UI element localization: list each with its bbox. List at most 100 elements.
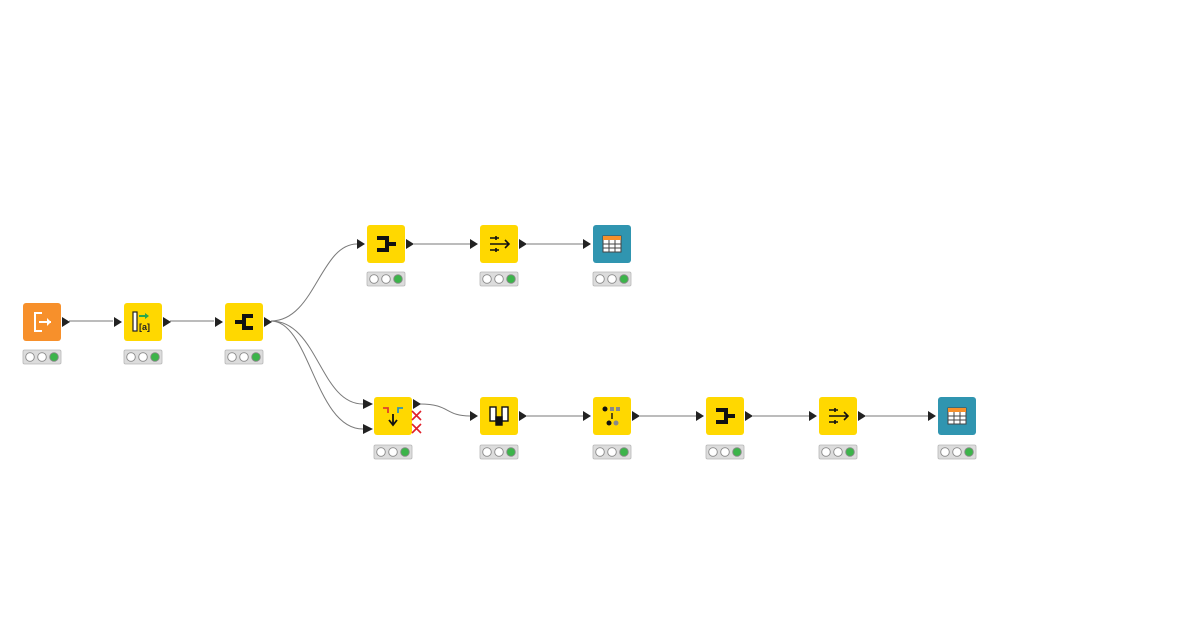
unconnected-port-warning-icon: [411, 410, 422, 434]
status-light-green: [400, 447, 410, 457]
svg-text:[a]: [a]: [139, 322, 150, 332]
node-splitter[interactable]: [215, 303, 272, 341]
status-light-green: [732, 447, 742, 457]
node-status-indicator: [224, 349, 264, 365]
status-light-yellow: [494, 274, 504, 284]
output-port[interactable]: [413, 399, 421, 409]
input-port[interactable]: [928, 411, 936, 421]
node-status-indicator: [479, 444, 519, 460]
node-status-indicator: [22, 349, 62, 365]
node-body[interactable]: [480, 397, 518, 435]
status-light-red: [369, 274, 379, 284]
connection-n3-n7-b[interactable]: [270, 320, 364, 430]
node-column-filter-bottom[interactable]: [696, 397, 753, 435]
status-light-green: [506, 274, 516, 284]
input-port[interactable]: [470, 239, 478, 249]
node-status-indicator: [366, 271, 406, 287]
status-light-green: [619, 274, 629, 284]
status-light-yellow: [37, 352, 47, 362]
node-status-indicator: [373, 444, 413, 460]
connection-n3-n4[interactable]: [270, 243, 358, 322]
connection-n3-n7-a[interactable]: [270, 320, 364, 405]
output-port[interactable]: [745, 411, 753, 421]
node-column-transform[interactable]: [a]: [114, 303, 171, 341]
status-light-green: [845, 447, 855, 457]
input-port-2[interactable]: [363, 424, 373, 434]
status-light-red: [25, 352, 35, 362]
splitter-icon: [235, 314, 253, 330]
output-port[interactable]: [406, 239, 414, 249]
output-port[interactable]: [632, 411, 640, 421]
node-row-transform-top[interactable]: [470, 225, 527, 263]
status-light-green: [150, 352, 160, 362]
status-light-yellow: [720, 447, 730, 457]
node-table-view-bottom[interactable]: [928, 397, 976, 435]
node-status-indicator: [123, 349, 163, 365]
status-light-yellow: [952, 447, 962, 457]
status-light-yellow: [607, 447, 617, 457]
node-status-indicator: [937, 444, 977, 460]
input-port[interactable]: [583, 239, 591, 249]
status-light-yellow: [494, 447, 504, 457]
input-port-1[interactable]: [363, 399, 373, 409]
node-row-splitter[interactable]: [583, 397, 640, 435]
output-port[interactable]: [62, 317, 70, 327]
output-port[interactable]: [163, 317, 171, 327]
input-port[interactable]: [696, 411, 704, 421]
input-port[interactable]: [114, 317, 122, 327]
connection-n7-n8[interactable]: [419, 403, 471, 417]
status-light-red: [595, 274, 605, 284]
row-transform-icon: [490, 236, 511, 252]
column-transform-icon: [a]: [132, 311, 150, 332]
status-light-green: [964, 447, 974, 457]
input-port[interactable]: [215, 317, 223, 327]
table-view-icon: [602, 235, 622, 253]
input-port[interactable]: [357, 239, 365, 249]
status-light-green: [393, 274, 403, 284]
status-light-yellow: [388, 447, 398, 457]
node-status-indicator: [592, 444, 632, 460]
node-pivot[interactable]: [470, 397, 527, 435]
status-light-red: [227, 352, 237, 362]
row-transform-icon: [829, 408, 850, 424]
node-file-reader[interactable]: [23, 303, 70, 341]
status-light-green: [49, 352, 59, 362]
status-light-red: [940, 447, 950, 457]
output-port[interactable]: [519, 239, 527, 249]
status-light-green: [251, 352, 261, 362]
status-light-yellow: [607, 274, 617, 284]
status-light-yellow: [138, 352, 148, 362]
status-light-red: [708, 447, 718, 457]
output-port[interactable]: [858, 411, 866, 421]
output-port[interactable]: [264, 317, 272, 327]
table-view-icon: [947, 407, 967, 425]
status-light-green: [619, 447, 629, 457]
node-table-view-top[interactable]: [583, 225, 631, 263]
node-status-indicator: [705, 444, 745, 460]
status-light-yellow: [239, 352, 249, 362]
node-row-transform-bottom[interactable]: [809, 397, 866, 435]
status-light-yellow: [381, 274, 391, 284]
row-splitter-icon: [602, 406, 620, 426]
status-light-red: [595, 447, 605, 457]
pivot-icon: [489, 406, 509, 426]
node-status-indicator: [479, 271, 519, 287]
input-port[interactable]: [809, 411, 817, 421]
node-status-indicator: [818, 444, 858, 460]
file-reader-icon: [34, 312, 51, 332]
status-light-red: [482, 447, 492, 457]
input-port[interactable]: [583, 411, 591, 421]
connections: [69, 243, 928, 430]
node-column-filter-top[interactable]: [357, 225, 414, 263]
output-port[interactable]: [519, 411, 527, 421]
input-port[interactable]: [470, 411, 478, 421]
node-joiner[interactable]: [363, 397, 422, 435]
status-light-yellow: [833, 447, 843, 457]
column-filter-icon: [716, 408, 735, 424]
status-light-green: [506, 447, 516, 457]
status-light-red: [821, 447, 831, 457]
status-trays: [22, 271, 977, 460]
joiner-icon: [383, 407, 403, 427]
status-light-red: [376, 447, 386, 457]
